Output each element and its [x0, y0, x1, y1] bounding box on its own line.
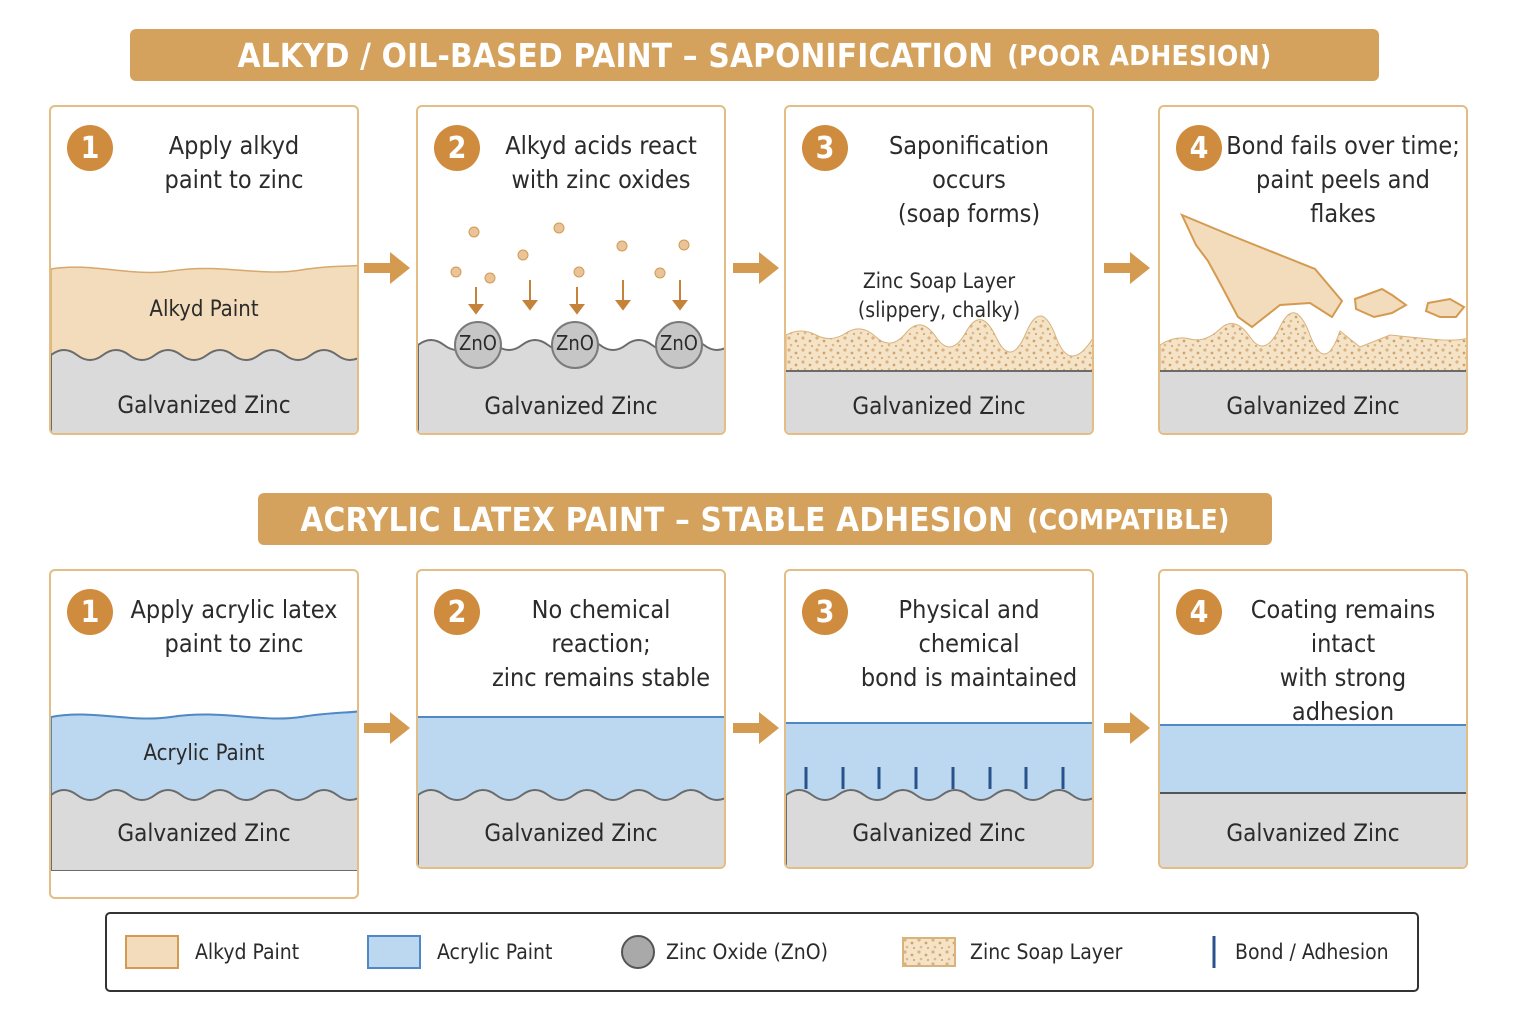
acrylic-step-4-panel: 4 Coating remains intact with strong adh… [1158, 569, 1468, 869]
acrylic-section-banner: ACRYLIC LATEX PAINT – STABLE ADHESION (C… [258, 493, 1272, 545]
arrow-right-icon [733, 712, 779, 744]
legend-label: Zinc Soap Layer [970, 940, 1123, 964]
legend-label: Alkyd Paint [195, 940, 300, 964]
galvanized-zinc-label: Galvanized Zinc [484, 392, 658, 420]
zinc-oxide-label: ZnO [459, 331, 497, 355]
acrylic-step-2-scene [418, 716, 724, 867]
alkyd-step-3-scene [786, 315, 1092, 433]
zinc-oxide-label: ZnO [556, 331, 594, 355]
alkyd-step-2-scene [418, 222, 724, 433]
step-description: Alkyd acids react with zinc oxides [505, 131, 697, 194]
acrylic-step-1-scene [51, 710, 357, 871]
bond-line-icon [1212, 936, 1216, 968]
alkyd-step-1-panel: 1 Apply alkyd paint to zinc Alkyd Paint … [49, 105, 359, 435]
acrylic-section-subtitle: (COMPATIBLE) [1027, 502, 1230, 536]
arrow-right-icon [1104, 712, 1150, 744]
alkyd-step-3-panel: 3 Saponification occurs (soap forms) Zin… [784, 105, 1094, 435]
galvanized-zinc-label: Galvanized Zinc [117, 819, 291, 847]
legend-item-acrylic-paint: Acrylic Paint [367, 914, 552, 990]
legend-label: Acrylic Paint [437, 940, 553, 964]
zinc-soap-swatch-icon [902, 937, 956, 967]
alkyd-step-4-scene [1160, 213, 1466, 433]
step-description: Saponification occurs (soap forms) [888, 131, 1049, 228]
acrylic-step-4-scene [1160, 724, 1466, 867]
galvanized-zinc-label: Galvanized Zinc [1226, 392, 1400, 420]
alkyd-section-subtitle: (POOR ADHESION) [1007, 38, 1272, 72]
alkyd-section-banner: ALKYD / OIL-BASED PAINT – SAPONIFICATION… [130, 29, 1379, 81]
step-description: Apply acrylic latex paint to zinc [130, 595, 338, 658]
arrow-right-icon [364, 252, 410, 284]
galvanized-zinc-label: Galvanized Zinc [852, 392, 1026, 420]
acrylic-swatch-icon [367, 935, 421, 969]
legend: Alkyd Paint Acrylic Paint Zinc Oxide (Zn… [105, 912, 1419, 992]
acrylic-paint-label: Acrylic Paint [143, 741, 265, 766]
legend-item-alkyd-paint: Alkyd Paint [125, 914, 299, 990]
arrow-right-icon [733, 252, 779, 284]
alkyd-paint-label: Alkyd Paint [149, 297, 259, 322]
legend-item-zinc-soap-layer: Zinc Soap Layer [902, 914, 1122, 990]
alkyd-swatch-icon [125, 935, 179, 969]
step-number-badge: 2 [434, 589, 480, 635]
step-number-badge: 1 [67, 125, 113, 171]
alkyd-step-2-panel: 2 Alkyd acids react with zinc oxides ZnO… [416, 105, 726, 435]
step-number-badge: 4 [1176, 589, 1222, 635]
galvanized-zinc-label: Galvanized Zinc [117, 391, 291, 419]
legend-label: Bond / Adhesion [1235, 940, 1389, 964]
galvanized-zinc-label: Galvanized Zinc [852, 819, 1026, 847]
step-number-badge: 3 [802, 125, 848, 171]
alkyd-section-title: ALKYD / OIL-BASED PAINT – SAPONIFICATION [237, 35, 994, 75]
step-number-badge: 2 [434, 125, 480, 171]
legend-item-bond-adhesion: Bond / Adhesion [1207, 914, 1389, 990]
arrow-right-icon [364, 712, 410, 744]
arrow-right-icon [1104, 252, 1150, 284]
galvanized-zinc-label: Galvanized Zinc [484, 819, 658, 847]
step-description: Physical and chemical bond is maintained [860, 595, 1078, 692]
step-description: Bond fails over time; paint peels and fl… [1226, 131, 1460, 228]
galvanized-zinc-label: Galvanized Zinc [1226, 819, 1400, 847]
legend-label: Zinc Oxide (ZnO) [666, 940, 829, 964]
step-number-badge: 4 [1176, 125, 1222, 171]
zinc-soap-layer-label: Zinc Soap Layer (slippery, chalky) [857, 269, 1021, 322]
zinc-oxide-circle-icon [621, 935, 655, 969]
step-description: Coating remains intact with strong adhes… [1250, 595, 1436, 726]
step-number-badge: 1 [67, 589, 113, 635]
step-number-badge: 3 [802, 589, 848, 635]
acrylic-step-3-scene [786, 722, 1092, 867]
alkyd-step-4-panel: 4 Bond fails over time; paint peels and … [1158, 105, 1468, 435]
acrylic-step-1-panel: 1 Apply acrylic latex paint to zinc Acry… [49, 569, 359, 899]
step-description: No chemical reaction; zinc remains stabl… [491, 595, 711, 692]
acrylic-section-title: ACRYLIC LATEX PAINT – STABLE ADHESION [300, 499, 1014, 539]
acrylic-step-3-panel: 3 Physical and chemical bond is maintain… [784, 569, 1094, 869]
acrylic-step-2-panel: 2 No chemical reaction; zinc remains sta… [416, 569, 726, 869]
step-description: Apply alkyd paint to zinc [164, 131, 304, 194]
zinc-oxide-label: ZnO [660, 331, 698, 355]
legend-item-zinc-oxide: Zinc Oxide (ZnO) [620, 914, 828, 990]
alkyd-step-1-scene [51, 264, 357, 433]
bond-lines [804, 767, 1065, 789]
